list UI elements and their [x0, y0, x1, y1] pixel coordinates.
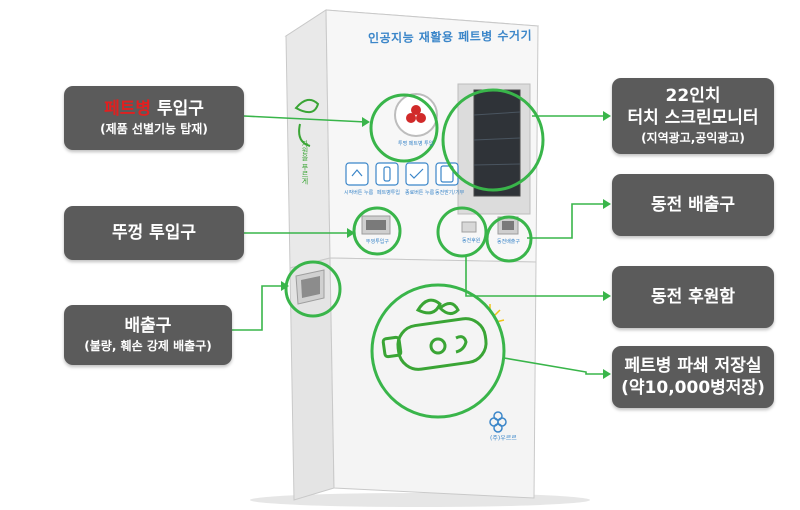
side-leaf-logo: [294, 98, 320, 147]
label-touchscreen-line2: 터치 스크린모니터: [627, 108, 759, 128]
coin-outlet-caption: 동전배출구: [497, 239, 521, 245]
label-coin-outlet: 동전 배출구: [612, 174, 774, 236]
brand-flower-icon: [489, 411, 507, 433]
machine-title: 인공지능 재활용 페트병 수거기: [367, 28, 533, 46]
machine-front-lower: [329, 257, 537, 499]
callout-arrowheads: [281, 111, 611, 379]
screen-display: [473, 89, 521, 197]
label-pet-inlet-rest: 투입구: [151, 99, 204, 119]
label-touchscreen: 22인치 터치 스크린모니터 (지역광고,공익광고): [612, 78, 774, 154]
machine-side-text: 자원을 푸르게: [301, 140, 309, 185]
step-caption-4: 동전받기/기부: [435, 190, 465, 196]
callout-circle-storage: [370, 283, 506, 419]
label-pet-inlet-sub: (제품 선별기능 탑재): [100, 122, 208, 136]
label-touchscreen-line1: 22인치: [665, 86, 721, 106]
label-discharge-title: 배출구: [124, 316, 172, 336]
pet-slot-caption: 투명 페트병 투입: [398, 141, 434, 147]
callout-circle-coin-donation: [436, 206, 488, 258]
brand-name: (주)우르르: [490, 435, 517, 442]
label-coin-donation: 동전 후원함: [612, 266, 774, 328]
callout-lines: [232, 115, 604, 375]
label-coin-donation-title: 동전 후원함: [650, 287, 736, 307]
callout-circle-cap-inlet: [352, 206, 402, 256]
label-pet-inlet: 페트병 투입구 (제품 선별기능 탑재): [64, 86, 244, 150]
label-discharge-sub: (불량, 훼손 강제 배출구): [84, 339, 212, 353]
callout-circle-pet-inlet: [369, 93, 439, 163]
label-coin-outlet-title: 동전 배출구: [650, 195, 736, 215]
label-storage-line2: (약10,000병저장): [621, 378, 765, 398]
bottle-logo: [381, 298, 488, 371]
coin-donation-caption: 동전후원: [462, 238, 481, 244]
step-caption-3: 종료버튼 누름: [405, 190, 435, 196]
cap-slot-caption: 뚜껑투입구: [366, 239, 390, 245]
label-storage-line1: 페트병 파쇄 저장실: [624, 356, 762, 376]
machine-side-upper: [285, 9, 331, 269]
callout-circle-touchscreen: [441, 88, 545, 192]
label-storage: 페트병 파쇄 저장실 (약10,000병저장): [612, 346, 774, 408]
label-pet-inlet-title: 페트병 투입구: [104, 98, 204, 120]
step-caption-2: 페트병투입: [377, 190, 401, 196]
callout-circles: [284, 88, 545, 419]
label-cap-inlet-title: 뚜껑 투입구: [111, 223, 197, 243]
label-pet-inlet-highlight: 페트병: [104, 99, 152, 119]
label-touchscreen-sub: (지역광고,공익광고): [641, 131, 745, 145]
callout-circle-discharge: [284, 260, 342, 318]
label-discharge: 배출구 (불량, 훼손 강제 배출구): [64, 305, 232, 365]
step-caption-1: 시작버튼 누름: [344, 190, 374, 196]
label-cap-inlet: 뚜껑 투입구: [64, 206, 244, 260]
coin-donation-slot: [461, 221, 477, 233]
callout-circle-coin-outlet: [485, 215, 533, 263]
